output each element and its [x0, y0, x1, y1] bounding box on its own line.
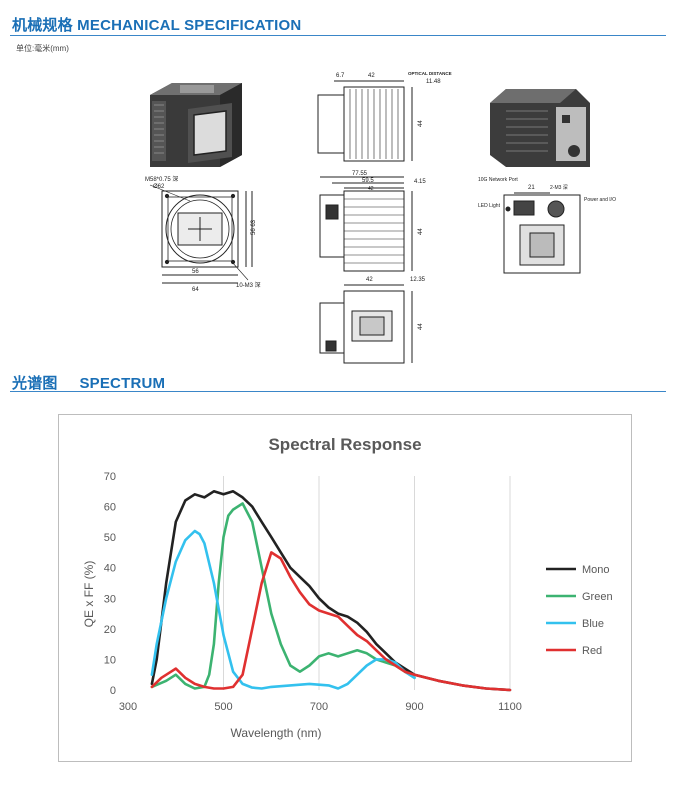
back-led-label: LED Light: [478, 203, 501, 209]
side-dim-total: 77.55: [352, 171, 368, 177]
side-dim-c: 4.15: [414, 179, 426, 185]
x-tick-label: 300: [119, 701, 137, 713]
spectrum-section-rule: [10, 391, 666, 392]
chart-title: Spectral Response: [268, 435, 421, 454]
y-tick-label: 20: [104, 624, 116, 636]
optical-distance-label: OPTICAL DISTANCE: [408, 71, 452, 76]
legend-label-mono: Mono: [582, 564, 610, 576]
camera-back-render: [490, 89, 590, 167]
mechanical-drawings: M58*0.75 深 Ø62 56 64 56 63 10-M3 深 6.7 4…: [145, 71, 616, 364]
optical-distance-value: 11.48: [426, 79, 441, 85]
bottom-view-drawing: [319, 284, 413, 364]
y-tick-label: 10: [104, 654, 116, 666]
front-side-height: 56 63: [251, 219, 257, 235]
mechanical-section-title: 机械规格 MECHANICAL SPECIFICATION: [12, 17, 302, 34]
front-thread-label: M58*0.75 深: [145, 175, 178, 183]
y-tick-label: 0: [110, 685, 116, 697]
y-tick-label: 40: [104, 563, 116, 575]
front-hole-callout: 10-M3 深: [236, 281, 261, 289]
top-dim-b: 42: [368, 73, 375, 79]
spectral-response-chart: Spectral Response Wavelength (nm) QE x F…: [58, 414, 632, 762]
series-line-blue: [150, 529, 416, 690]
side-dim-b: 42: [368, 186, 374, 192]
y-tick-label: 70: [104, 471, 116, 483]
back-network-label: 10G Network Port: [478, 177, 518, 183]
back-power-label: Power and I/O: [584, 197, 616, 203]
legend-label-green: Green: [582, 591, 613, 603]
front-inner-width: 56: [192, 269, 199, 275]
x-tick-label: 500: [214, 701, 232, 713]
mechanical-section-rule: [10, 35, 666, 36]
x-tick-label: 1100: [498, 701, 522, 713]
top-height: 44: [418, 120, 424, 127]
x-tick-label: 900: [405, 701, 423, 713]
x-axis-label: Wavelength (nm): [231, 726, 322, 740]
y-tick-label: 30: [104, 593, 116, 605]
bottom-dim-b: 12.35: [410, 277, 426, 283]
spectrum-section-title: 光谱图 SPECTRUM: [12, 375, 166, 392]
side-dim-a: 59.5: [362, 178, 374, 184]
legend-label-blue: Blue: [582, 618, 604, 630]
side-view-drawing: [319, 176, 413, 272]
series-line-red: [150, 551, 512, 692]
front-outer-width: 64: [192, 287, 199, 293]
top-view-drawing: [317, 80, 413, 162]
front-view-drawing: [149, 184, 253, 284]
legend-label-red: Red: [582, 645, 602, 657]
chart-frame: [58, 414, 632, 762]
bottom-height: 44: [418, 323, 424, 330]
back-view-drawing: [503, 192, 581, 274]
x-tick-label: 700: [310, 701, 328, 713]
top-dim-a: 6.7: [336, 73, 345, 79]
camera-front-render: [150, 83, 242, 167]
y-axis-label: QE x FF (%): [82, 561, 96, 628]
back-hole-callout: 2-M3 深: [550, 184, 568, 191]
y-tick-label: 50: [104, 532, 116, 544]
y-tick-label: 60: [104, 502, 116, 514]
side-height: 44: [418, 228, 424, 235]
front-diameter-label: Ø62: [153, 184, 165, 190]
bottom-dim-a: 42: [366, 277, 373, 283]
series-line-mono: [150, 490, 512, 692]
back-dim-21: 21: [528, 185, 535, 191]
unit-label: 单位:毫米(mm): [16, 44, 69, 53]
